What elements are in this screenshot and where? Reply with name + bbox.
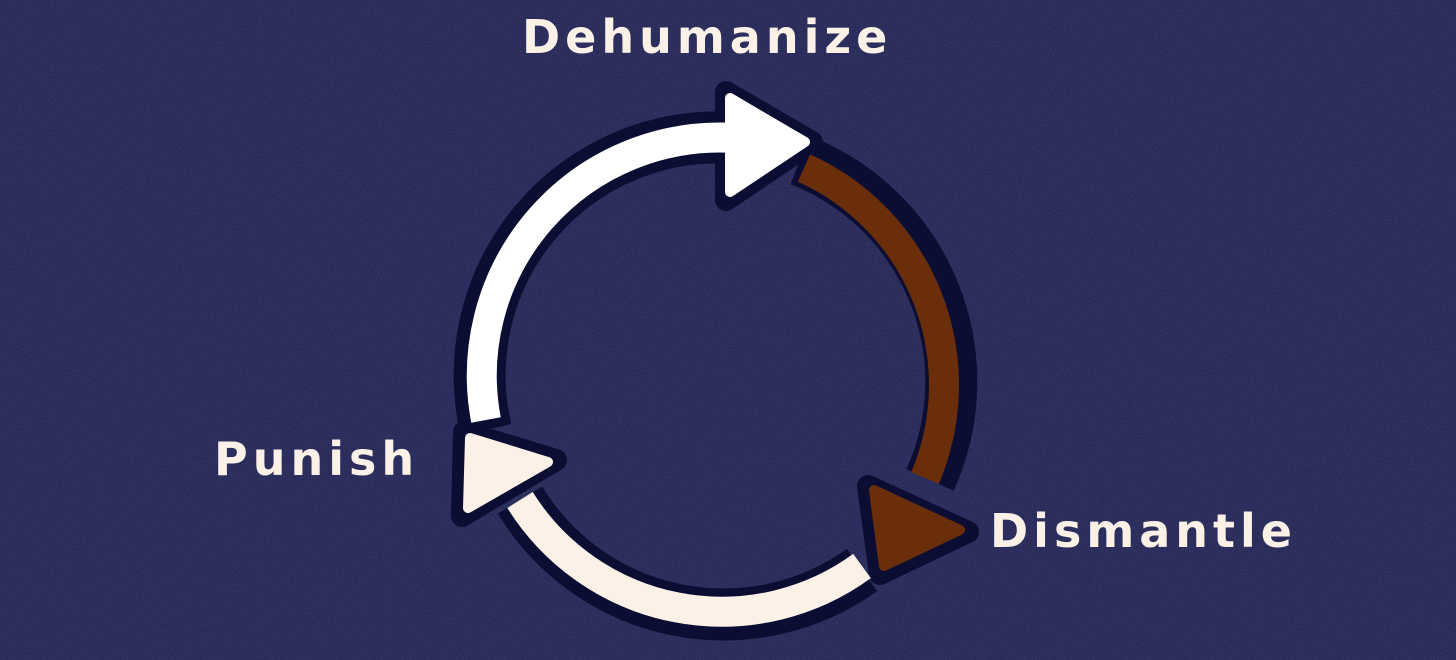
label-dismantle: Dismantle [990, 504, 1298, 558]
arrow-cream-fill [463, 433, 871, 627]
label-punish: Punish [214, 432, 420, 486]
label-dehumanize: Dehumanize [522, 10, 893, 64]
arrow-white-fill [466, 93, 810, 423]
arrow-brown-fill [797, 154, 965, 571]
